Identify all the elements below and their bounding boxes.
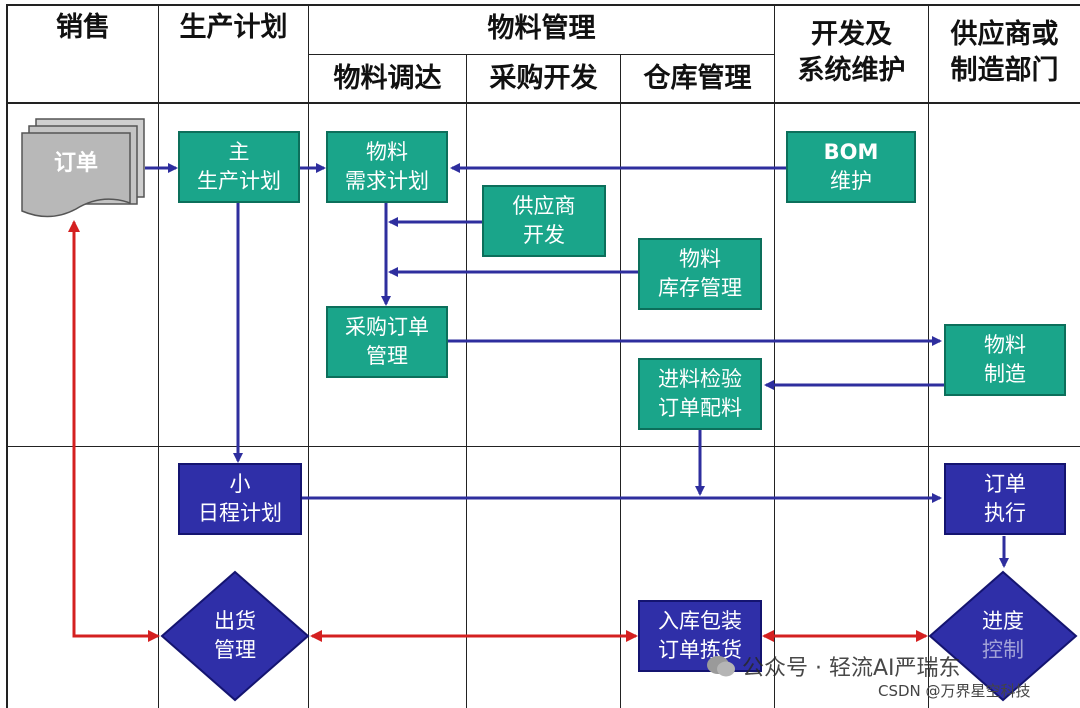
- node-shipping: 出货 管理: [160, 570, 310, 702]
- shipping-line2: 管理: [214, 638, 256, 662]
- supplier-dev-line1: 供应商: [512, 194, 576, 218]
- header-dev-line1: 开发及: [811, 19, 892, 50]
- inspection-line2: 订单配料: [658, 396, 742, 420]
- node-po-mgmt: 采购订单 管理: [326, 306, 448, 378]
- col-divider-3: [466, 54, 467, 708]
- po-mgmt-line2: 管理: [366, 344, 408, 368]
- node-small-schedule: 小 日程计划: [178, 463, 302, 535]
- node-packing: 入库包装 订单拣货: [638, 600, 762, 672]
- node-inspection: 进料检验 订单配料: [638, 358, 762, 430]
- node-order-exec: 订单 执行: [944, 463, 1066, 535]
- order-exec-line2: 执行: [984, 501, 1026, 525]
- col-divider-5: [774, 4, 775, 708]
- supplier-dev-line2: 开发: [523, 223, 565, 247]
- bom-line1: BOM: [823, 140, 879, 164]
- progress-line1: 进度: [982, 609, 1024, 633]
- node-mrp: 物料 需求计划: [326, 131, 448, 203]
- order-exec-line1: 订单: [984, 472, 1026, 496]
- mrp-line2: 需求计划: [345, 169, 429, 193]
- node-bom: BOM 维护: [786, 131, 916, 203]
- header-warehouse-mgmt: 仓库管理: [643, 63, 752, 94]
- mrp-line1: 物料: [366, 140, 408, 164]
- shipping-line1: 出货: [214, 609, 256, 633]
- progress-line2: 控制: [982, 638, 1024, 662]
- material-mfg-line2: 制造: [984, 362, 1026, 386]
- header-purchase-dev: 采购开发: [489, 63, 598, 94]
- header-sales: 销售: [56, 12, 110, 43]
- frame-left: [6, 4, 8, 708]
- col-divider-2: [308, 4, 309, 708]
- red-arrow-sales-loop: [68, 220, 160, 642]
- material-stock-line2: 库存管理: [658, 276, 742, 300]
- header-supplier-line2: 制造部门: [950, 55, 1059, 86]
- watermark-sub: CSDN @万界星空科技: [878, 682, 1031, 700]
- small-schedule-line2: 日程计划: [198, 501, 282, 525]
- master-plan-line1: 主: [228, 140, 250, 164]
- node-supplier-dev: 供应商 开发: [482, 185, 606, 257]
- header-production-plan: 生产计划: [179, 12, 288, 43]
- po-mgmt-line1: 采购订单: [345, 315, 429, 339]
- header-dev-line2: 系统维护: [797, 55, 906, 86]
- header-material-mgmt: 物料管理: [487, 13, 596, 44]
- inspection-line1: 进料检验: [658, 367, 742, 391]
- progress-diamond-shape: [928, 570, 1078, 702]
- header-bottom-line: [6, 102, 1080, 104]
- bom-line2: 维护: [830, 169, 872, 193]
- col-divider-6: [928, 4, 929, 708]
- watermark-main: 公众号 · 轻流AI严瑞东: [706, 648, 961, 684]
- watermark-main-text: 公众号 · 轻流AI严瑞东: [742, 656, 961, 681]
- node-progress: 进度 控制: [928, 570, 1078, 702]
- material-mfg-line1: 物料: [984, 333, 1026, 357]
- wechat-icon: [707, 656, 735, 677]
- node-material-stock: 物料 库存管理: [638, 238, 762, 310]
- document-stack-icon: [21, 118, 145, 218]
- node-material-mfg: 物料 制造: [944, 324, 1066, 396]
- header-material-allocation: 物料调达: [333, 63, 442, 94]
- frame-top: [6, 4, 1080, 6]
- master-plan-line2: 生产计划: [197, 169, 281, 193]
- header-dev-maintenance: 开发及 系统维护: [775, 6, 928, 100]
- shipping-diamond-shape: [160, 570, 310, 702]
- col-divider-4: [620, 54, 621, 708]
- order-document: 订单: [20, 117, 146, 221]
- small-schedule-line1: 小: [229, 472, 251, 496]
- order-label: 订单: [53, 151, 98, 176]
- packing-line1: 入库包装: [658, 609, 742, 633]
- lane-divider-horizontal: [6, 446, 1080, 447]
- header-supplier-line1: 供应商或: [950, 19, 1059, 50]
- node-master-plan: 主 生产计划: [178, 131, 300, 203]
- header-supplier: 供应商或 制造部门: [929, 6, 1080, 100]
- material-subheader-line: [308, 54, 774, 55]
- packing-line2: 订单拣货: [658, 638, 742, 662]
- material-stock-line1: 物料: [679, 247, 721, 271]
